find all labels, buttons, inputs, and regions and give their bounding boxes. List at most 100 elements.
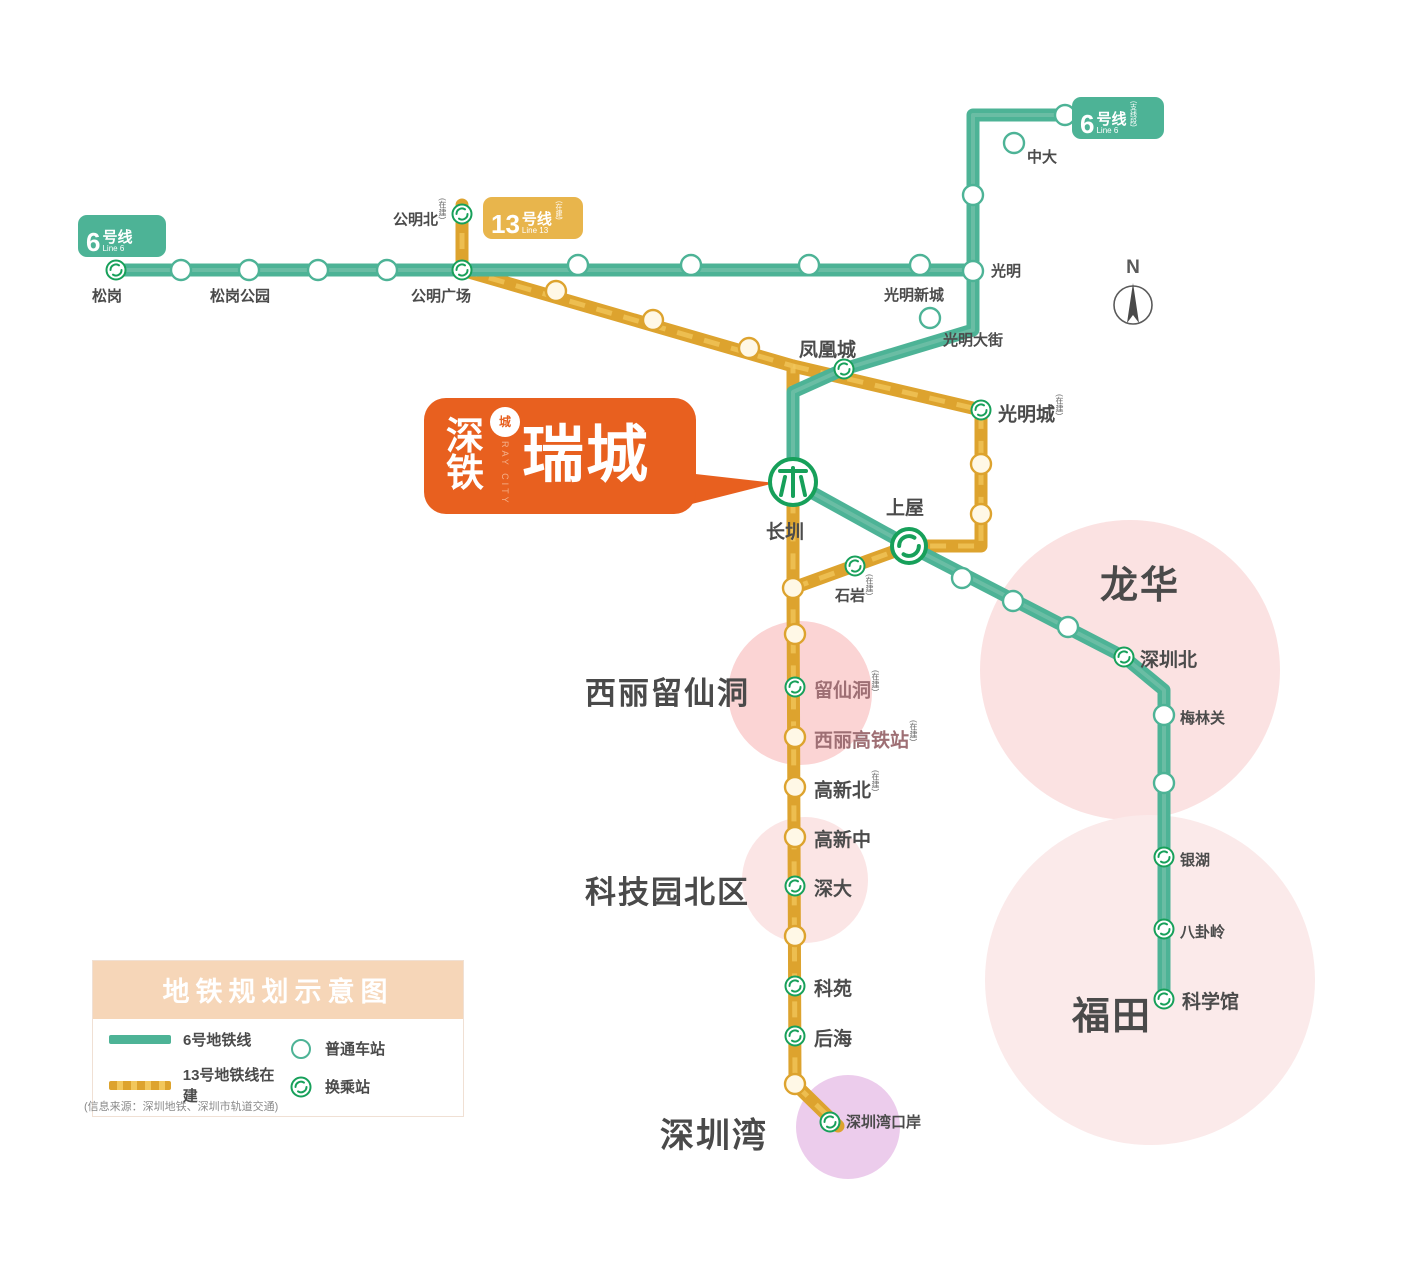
station-marker-中大[interactable] <box>1002 131 1026 155</box>
project-glyph-4 <box>799 475 807 497</box>
station-label-公明北: 公明北(在建) <box>393 198 447 229</box>
station-status-note: (在建) <box>909 720 919 742</box>
interchange-arc-1 <box>1117 650 1129 658</box>
station-marker-长圳[interactable] <box>768 457 818 507</box>
station-marker-高新北[interactable] <box>783 775 807 799</box>
station-marker-公明广场[interactable] <box>451 259 473 281</box>
interchange-arc-2 <box>839 368 851 376</box>
badge-line-label-en: Line 6 <box>102 244 125 253</box>
plain-station-dot <box>783 622 807 646</box>
interchange-ring <box>784 875 806 897</box>
station-marker-27[interactable] <box>783 622 807 646</box>
legend-line6-swatch <box>109 1035 171 1044</box>
station-marker-梅林关[interactable] <box>1152 703 1176 727</box>
station-marker-深圳北[interactable] <box>1113 646 1135 668</box>
station-marker-39[interactable] <box>1001 589 1025 613</box>
station-marker-后海[interactable] <box>784 1025 806 1047</box>
station-marker-留仙洞[interactable] <box>784 676 806 698</box>
interchange-arc-2 <box>457 213 469 221</box>
station-marker-高新中[interactable] <box>783 825 807 849</box>
interchange-arc-1 <box>455 207 467 215</box>
interchange-ring <box>833 358 855 380</box>
station-marker-深圳湾口岸[interactable] <box>819 1111 841 1133</box>
callout-brand-top: 深 <box>446 415 485 458</box>
badge-line-label-cn: 号线 <box>102 229 133 246</box>
station-marker-深大[interactable] <box>784 875 806 897</box>
station-marker-科苑[interactable] <box>784 975 806 997</box>
station-label-长圳: 长圳 <box>766 517 804 544</box>
interchange-arc-1 <box>788 979 800 987</box>
station-marker-26[interactable] <box>781 576 805 600</box>
station-name: 高新中 <box>814 830 872 851</box>
station-label-光明: 光明 <box>991 260 1021 281</box>
station-marker-1[interactable] <box>169 258 193 282</box>
station-marker-科学馆[interactable] <box>1153 988 1175 1010</box>
station-marker-18[interactable] <box>641 308 665 332</box>
interchange-ring <box>1113 646 1135 668</box>
station-marker-38[interactable] <box>950 566 974 590</box>
station-name: 银湖 <box>1180 852 1211 869</box>
badge-line-label-en: Line 6 <box>1096 126 1119 135</box>
station-marker-22[interactable] <box>969 502 993 526</box>
station-label-梅林关: 梅林关 <box>1180 707 1225 728</box>
station-marker-松岗[interactable] <box>105 259 127 281</box>
plain-station-dot <box>918 306 942 330</box>
zone-label-0: 龙华 <box>1100 565 1181 607</box>
station-marker-西丽高铁站[interactable] <box>783 725 807 749</box>
legend-line13-swatch <box>109 1080 171 1090</box>
station-marker-银湖[interactable] <box>1153 846 1175 868</box>
interchange-arc-2 <box>901 544 921 558</box>
station-marker-八卦岭[interactable] <box>1153 918 1175 940</box>
station-marker-光明城[interactable] <box>970 399 992 421</box>
station-marker-3[interactable] <box>306 258 330 282</box>
station-marker-7[interactable] <box>679 253 703 277</box>
station-marker-公明北[interactable] <box>451 203 473 225</box>
plain-station-dot <box>961 183 985 207</box>
station-name: 深圳北 <box>1140 650 1198 671</box>
station-marker-43[interactable] <box>1152 771 1176 795</box>
station-marker-33[interactable] <box>783 924 807 948</box>
plain-station-dot <box>969 502 993 526</box>
badge-line-number: 13 <box>491 208 520 239</box>
callout-brand-bottom: 铁 <box>446 453 485 495</box>
legend-line6-label: 6号地铁线 <box>183 1032 252 1049</box>
badge-line-number: 6 <box>1080 108 1095 139</box>
plain-station-dot <box>783 924 807 948</box>
project-glyph-3 <box>779 475 787 497</box>
callout-project-name: 瑞城 <box>522 421 651 490</box>
station-marker-松岗公园[interactable] <box>237 258 261 282</box>
interchange-ring <box>784 1025 806 1047</box>
station-marker-光明大街[interactable] <box>918 306 942 330</box>
plain-station-dot <box>783 1072 807 1096</box>
station-marker-上屋[interactable] <box>890 527 928 565</box>
project-callout[interactable]: 深 铁 城 RAY CITY 瑞城 <box>424 398 696 514</box>
station-name: 深大 <box>814 879 853 900</box>
station-label-光明新城: 光明新城 <box>884 284 944 305</box>
station-marker-19[interactable] <box>737 336 761 360</box>
zone-label-4: 深圳湾 <box>660 1117 768 1155</box>
station-label-西丽高铁站: 西丽高铁站(在建) <box>814 720 918 752</box>
station-marker-光明[interactable] <box>961 259 985 283</box>
station-marker-4[interactable] <box>375 258 399 282</box>
station-marker-石岩[interactable] <box>844 555 866 577</box>
station-label-中大: 中大 <box>1027 146 1057 167</box>
interchange-arc-1 <box>455 263 467 271</box>
plain-station-dot <box>1152 703 1176 727</box>
interchange-arc-2 <box>1159 856 1171 864</box>
interchange-arc-1 <box>974 403 986 411</box>
station-marker-光明新城[interactable] <box>797 253 821 277</box>
interchange-arc-1 <box>788 879 800 887</box>
station-marker-11[interactable] <box>961 183 985 207</box>
station-marker-9[interactable] <box>908 253 932 277</box>
station-marker-凤凰城[interactable] <box>833 358 855 380</box>
station-marker-17[interactable] <box>544 279 568 303</box>
compass-north-letter: N <box>1126 257 1140 278</box>
station-marker-21[interactable] <box>969 452 993 476</box>
station-label-上屋: 上屋 <box>886 493 924 520</box>
legend-title: 地铁规划示意图 <box>93 961 463 1019</box>
station-name: 光明大街 <box>943 332 1004 349</box>
station-marker-36[interactable] <box>783 1072 807 1096</box>
station-marker-6[interactable] <box>566 253 590 277</box>
station-marker-40[interactable] <box>1056 615 1080 639</box>
